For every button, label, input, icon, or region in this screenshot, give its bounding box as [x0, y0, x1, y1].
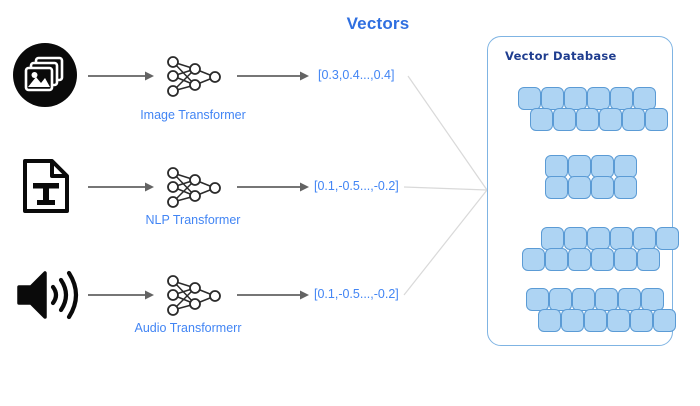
- db-block: [591, 155, 614, 178]
- db-block: [541, 227, 564, 250]
- db-block: [595, 288, 618, 311]
- db-block: [610, 227, 633, 250]
- db-block: [522, 248, 545, 271]
- db-block: [630, 309, 653, 332]
- transformer-label-nlp: NLP Transformer: [145, 213, 241, 227]
- arrow-transformer-to-vector-image: [237, 70, 309, 82]
- vector-value-image: [0.3,0.4...,0.4]: [318, 68, 395, 82]
- db-block: [568, 248, 591, 271]
- db-block: [614, 176, 637, 199]
- text-document-icon: [16, 156, 76, 216]
- transformer-label-image: Image Transformer: [140, 108, 246, 122]
- db-block: [584, 309, 607, 332]
- db-block: [545, 155, 568, 178]
- db-block: [518, 87, 541, 110]
- arrow-image-to-transformer: [88, 70, 154, 82]
- db-block: [645, 108, 668, 131]
- db-block: [530, 108, 553, 131]
- db-block: [637, 248, 660, 271]
- db-block: [614, 155, 637, 178]
- neural-network-icon: [161, 53, 225, 99]
- vector-value-nlp: [0.1,-0.5...,-0.2]: [314, 179, 399, 193]
- page-title: Vectors: [346, 14, 410, 33]
- db-block: [568, 155, 591, 178]
- db-block: [591, 176, 614, 199]
- db-block: [633, 227, 656, 250]
- neural-network-icon: [161, 272, 225, 318]
- db-block: [641, 288, 664, 311]
- db-block: [587, 87, 610, 110]
- db-block: [526, 288, 549, 311]
- db-block: [610, 87, 633, 110]
- db-block: [587, 227, 610, 250]
- vector-value-audio: [0.1,-0.5...,-0.2]: [314, 287, 399, 301]
- db-block: [549, 288, 572, 311]
- db-block: [653, 309, 676, 332]
- db-block: [545, 248, 568, 271]
- db-block: [618, 288, 641, 311]
- db-block: [572, 288, 595, 311]
- db-block: [564, 227, 587, 250]
- audio-speaker-icon: [13, 266, 83, 324]
- db-block: [614, 248, 637, 271]
- db-block: [561, 309, 584, 332]
- arrow-audio-to-transformer: [88, 289, 154, 301]
- db-block: [656, 227, 679, 250]
- db-block: [622, 108, 645, 131]
- db-block: [564, 87, 587, 110]
- db-block: [538, 309, 561, 332]
- arrow-transformer-to-vector-nlp: [237, 181, 309, 193]
- db-block: [591, 248, 614, 271]
- db-block: [576, 108, 599, 131]
- db-block: [545, 176, 568, 199]
- arrow-transformer-to-vector-audio: [237, 289, 309, 301]
- db-block: [541, 87, 564, 110]
- db-block: [633, 87, 656, 110]
- arrow-text-to-transformer: [88, 181, 154, 193]
- transformer-label-audio: Audio Transformerr: [134, 321, 242, 335]
- neural-network-icon: [161, 164, 225, 210]
- db-block: [599, 108, 622, 131]
- image-stack-icon: [12, 42, 78, 108]
- vector-database-title: Vector Database: [505, 49, 617, 63]
- db-block: [607, 309, 630, 332]
- db-block: [553, 108, 576, 131]
- db-block: [568, 176, 591, 199]
